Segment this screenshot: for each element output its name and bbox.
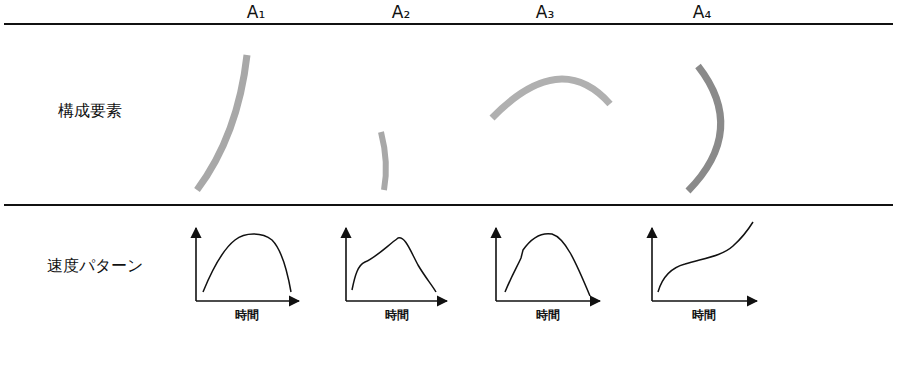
axis <box>195 228 197 301</box>
table-rule <box>4 23 893 25</box>
column-header: A₁ <box>247 3 265 22</box>
stroke-element <box>688 66 721 191</box>
axis-label: 時間 <box>692 309 716 322</box>
stroke-element <box>197 55 247 190</box>
column-header: A₃ <box>536 3 554 22</box>
speed-curve <box>203 234 291 292</box>
column-header: A₂ <box>392 3 410 22</box>
axis <box>652 300 757 302</box>
row-label: 速度パターン <box>47 257 143 275</box>
speed-graph <box>496 228 600 301</box>
stroke-element <box>381 132 386 190</box>
axis-label: 時間 <box>235 309 259 322</box>
axis <box>345 228 347 301</box>
speed-graph <box>196 228 299 301</box>
speed-graph <box>652 222 757 301</box>
axis-label: 時間 <box>385 309 409 322</box>
speed-curve <box>352 238 436 292</box>
table-rule <box>4 204 893 206</box>
axis <box>346 300 447 302</box>
row-label: 構成要素 <box>58 102 122 120</box>
speed-curve <box>505 234 590 296</box>
stroke-element <box>492 79 610 118</box>
axis <box>196 300 299 302</box>
axis <box>496 300 600 302</box>
speed-curve <box>658 222 753 292</box>
speed-graph <box>346 228 447 301</box>
axis-label: 時間 <box>536 309 560 322</box>
axis <box>495 228 497 301</box>
column-header: A₄ <box>693 3 711 22</box>
axis <box>651 228 653 301</box>
